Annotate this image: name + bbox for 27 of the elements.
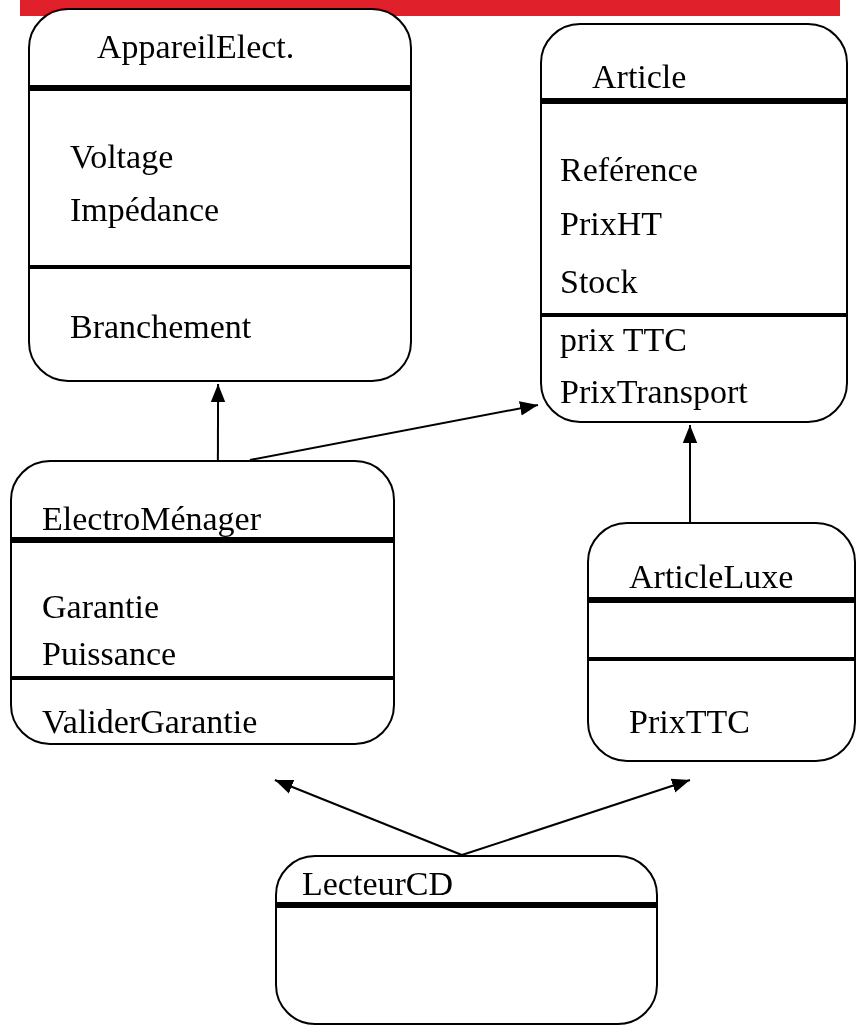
class-box [540, 23, 848, 423]
arrow [248, 401, 539, 461]
class-name: ArticleLuxe [629, 557, 794, 597]
class-name: Article [592, 57, 687, 97]
class-member: Puissance [42, 634, 177, 674]
class-member: Reférence [560, 150, 698, 190]
class-name: LecteurCD [302, 864, 454, 904]
class-box [10, 460, 395, 745]
class-member: Garantie [42, 587, 160, 627]
class-member: Impédance [70, 190, 220, 230]
class-member: Branchement [70, 307, 252, 347]
arrow [210, 383, 226, 461]
class-member: PrixTransport [560, 372, 748, 412]
class-member: PrixTTC [629, 702, 750, 742]
class-name: AppareilElect. [97, 27, 295, 67]
arrow [460, 778, 692, 856]
class-member: ValiderGarantie [42, 702, 258, 742]
class-member: Stock [560, 262, 638, 302]
arrow [273, 779, 463, 856]
arrow [682, 424, 698, 523]
class-box [28, 8, 412, 382]
class-member: Voltage [70, 137, 174, 177]
class-box [275, 855, 658, 1025]
class-name: ElectroMénager [42, 499, 261, 539]
class-member: prix TTC [560, 320, 687, 360]
class-member: PrixHT [560, 204, 662, 244]
class-box [587, 522, 856, 762]
